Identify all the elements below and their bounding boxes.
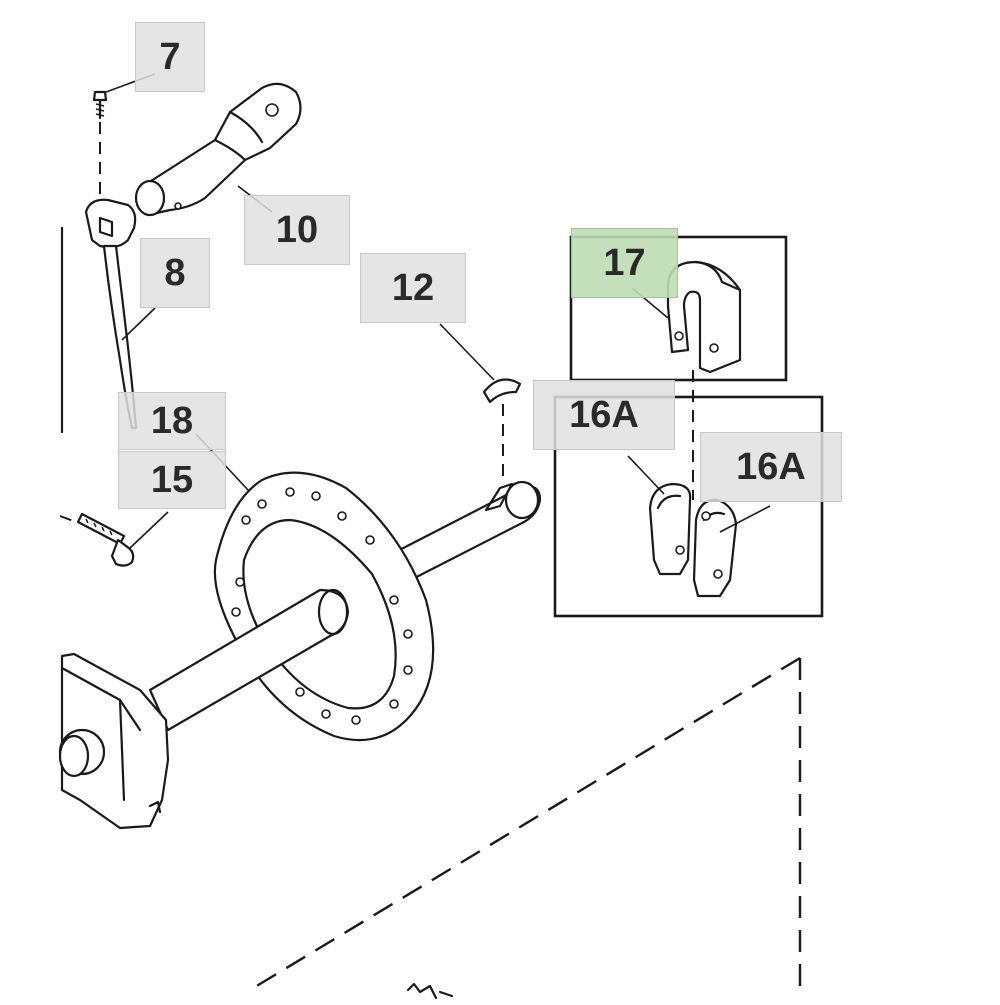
- callout-16a-right[interactable]: 16A: [700, 432, 842, 502]
- callout-18[interactable]: 18: [118, 392, 226, 450]
- part-10-lever: [134, 82, 302, 217]
- callout-15[interactable]: 15: [118, 451, 226, 509]
- callout-16a-left[interactable]: 16A: [533, 380, 675, 450]
- part-16a-clip-left: [648, 482, 692, 576]
- callout-8[interactable]: 8: [140, 238, 210, 308]
- axle-shaft-assembly: [58, 471, 542, 830]
- part-7-screw: [92, 90, 108, 120]
- frame-dashed-diagonal: [249, 656, 801, 992]
- inset-box-17: [569, 235, 788, 382]
- partial-part-bottom: [406, 982, 454, 1000]
- callout-10[interactable]: 10: [244, 195, 350, 265]
- callout-17[interactable]: 17: [571, 228, 678, 298]
- callout-7[interactable]: 7: [135, 22, 205, 92]
- inset-box-16a: [553, 395, 824, 618]
- part-15-bolt: [76, 512, 135, 567]
- part-17-clip: [666, 260, 742, 374]
- part-15-axis-line: [59, 515, 77, 523]
- part-12-key: [482, 378, 522, 404]
- part-16a-clip-right: [692, 498, 738, 598]
- callout-12[interactable]: 12: [360, 253, 466, 323]
